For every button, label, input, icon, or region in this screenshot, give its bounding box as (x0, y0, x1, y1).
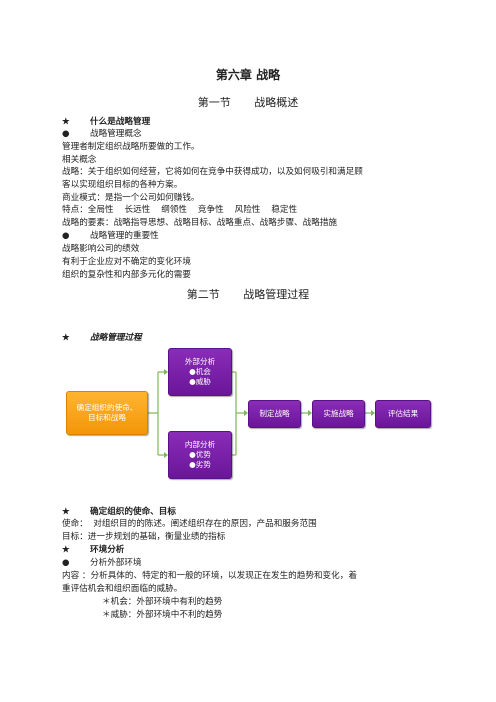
section1-title: 战略概述 (254, 96, 299, 109)
external-analysis-box: 外部分析 ●机会 ●威胁 (168, 348, 232, 396)
section2-heading: 第二节 战略管理过程 (0, 286, 496, 302)
s1-bullet-2: ●战略管理的重要性 (62, 231, 159, 241)
s1-line-7: 战略影响公司的绩效 (62, 244, 140, 254)
star-icon: ★ (62, 507, 70, 517)
implement-strategy-box: 实施战略 (312, 400, 365, 428)
s1-line-6: 战略的要素：战略指导思想、战略目标、战略重点、战略步骤、战略措施 (62, 218, 338, 228)
section1-number: 第一节 (197, 96, 231, 109)
evaluate-results-box: 评估结果 (375, 400, 431, 428)
s2-bullet-1: ●分析外部环境 (62, 558, 142, 568)
s1-line-9: 组织的复杂性和内部多元化的需要 (62, 270, 191, 280)
bullet-icon: ● (62, 558, 70, 568)
strategy-process-diagram: 确定组织的使命、 目标和战略 外部分析 ●机会 ●威胁 内部分析 ●优势 ●劣势… (62, 345, 434, 480)
s2-heading-3: ★环境分析 (62, 545, 125, 555)
s1-line-4: 商业模式：是指一个公司如何赚钱。 (62, 193, 200, 203)
bullet-icon: ● (62, 231, 70, 241)
s2-line-1: 使命： 对组织目的的陈述。阐述组织存在的原因，产品和服务范围 (62, 519, 317, 529)
star-icon: ★ (62, 117, 70, 127)
s1-line-3: 战略：关于组织如何经营，它将如何在竞争中获得成功，以及如何吸引和满足顾 (62, 167, 363, 177)
s1-line-5: 特点：全局性 长远性 纲领性 竞争性 风险性 稳定性 (62, 205, 298, 215)
s1-heading: ★什么是战略管理 (62, 117, 151, 127)
s1-line-3b: 客以实现组织目标的各种方案。 (62, 180, 183, 190)
s1-bullet-1: ●战略管理概念 (62, 129, 142, 139)
formulate-strategy-box: 制定战略 (248, 400, 301, 428)
star-icon: ★ (62, 545, 70, 555)
s2-line-2: 目标：进一步规划的基础，衡量业绩的指标 (62, 532, 226, 542)
s2-line-4: ＊机会：外部环境中有利的趋势 (102, 597, 223, 607)
chapter-title: 第六章 战略 (215, 68, 281, 82)
bullet-icon: ● (62, 129, 70, 139)
mission-goals-box: 确定组织的使命、 目标和战略 (66, 391, 148, 435)
s1-line-1: 管理者制定组织战略所要做的工作。 (62, 142, 200, 152)
s2-heading-1: ★战略管理过程 (62, 333, 142, 343)
s2-heading-2: ★确定组织的使命、目标 (62, 507, 176, 517)
section2-title: 战略管理过程 (243, 288, 310, 301)
section2-number: 第二节 (186, 288, 220, 301)
section1-heading: 第一节 战略概述 (0, 94, 496, 110)
s2-line-5: ＊威胁：外部环境中不利的趋势 (102, 610, 223, 620)
s1-line-8: 有利于企业应对不确定的变化环境 (62, 257, 191, 267)
s1-line-2: 相关概念 (62, 155, 97, 165)
s2-line-3: 内容 ：分析具体的、特定的和一般的环境，以发现正在发生的趋势和变化，着 (62, 571, 357, 581)
s2-line-3b: 重评估机会和组织面临的威胁。 (62, 584, 183, 594)
star-icon: ★ (62, 333, 70, 343)
internal-analysis-box: 内部分析 ●优势 ●劣势 (168, 431, 232, 479)
